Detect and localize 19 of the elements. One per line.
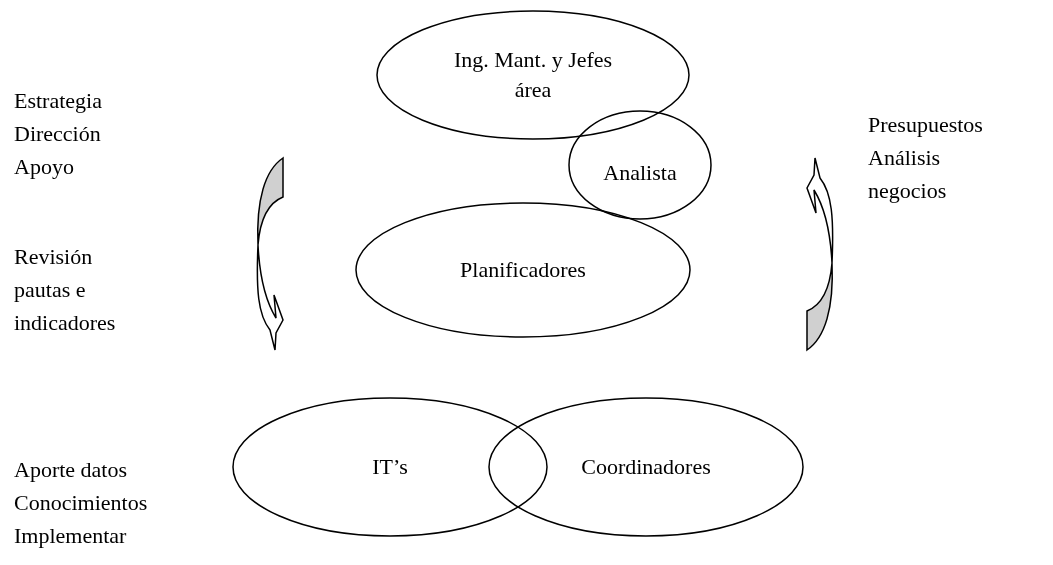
side-text: Estrategia: [14, 87, 103, 115]
ellipse-node: [376, 10, 690, 140]
ellipse-node: [232, 397, 548, 537]
side-text: Aporte datos: [14, 456, 129, 484]
side-text: Dirección: [14, 120, 102, 148]
node-text: Analista: [603, 159, 677, 187]
node-text: Coordinadores: [581, 453, 711, 481]
side-text: Presupuestos: [868, 111, 984, 139]
ellipse-node: [355, 202, 691, 338]
node-text: Ing. Mant. y Jefes área: [453, 46, 613, 104]
side-text: Implementar: [14, 522, 128, 550]
side-text: Apoyo: [14, 153, 75, 181]
ellipse-node: [488, 397, 804, 537]
node-text: Planificadores: [460, 256, 586, 284]
ellipse-node: [568, 110, 712, 220]
side-text: Análisis negocios: [868, 144, 948, 205]
side-text: Conocimientos: [14, 489, 149, 517]
side-text: Revisión pautas e indicadores: [14, 243, 117, 337]
node-text: IT’s: [372, 453, 408, 481]
